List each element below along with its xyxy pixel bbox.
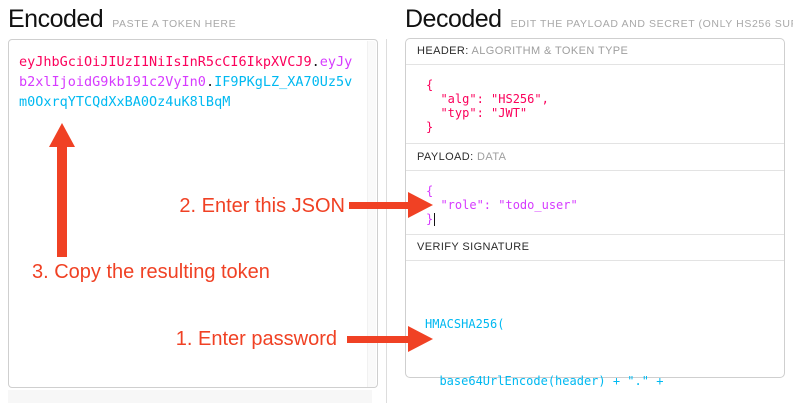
code-line: base64UrlEncode(header) + "." + — [425, 374, 664, 388]
arrow-right-icon — [408, 326, 433, 352]
token-header-segment: eyJhbGciOiJIUzI1NiIsInR5cCI6IkpXVCJ9 — [19, 54, 312, 70]
verify-signature-block: HMACSHA256( base64UrlEncode(header) + ".… — [406, 261, 784, 411]
annotation-step1: 1. Enter password — [175, 328, 337, 350]
code-line: } — [426, 120, 434, 134]
annotation-step3: 3. Copy the resulting token — [32, 261, 270, 283]
header-section-label: HEADER: ALGORITHM & TOKEN TYPE — [406, 39, 784, 65]
token-separator: . — [205, 74, 215, 90]
code-line: "alg": "HS256", — [426, 92, 549, 106]
arrow-up-icon — [49, 123, 75, 147]
code-line: } — [426, 212, 784, 226]
encoded-subtitle: PASTE A TOKEN HERE — [112, 18, 237, 30]
code-line: "typ": "JWT" — [426, 106, 528, 120]
signature-section-label: VERIFY SIGNATURE — [406, 235, 784, 261]
decoded-subtitle: EDIT THE PAYLOAD AND SECRET (ONLY HS256 … — [510, 18, 793, 30]
text-cursor — [434, 213, 436, 226]
code-line: { — [426, 184, 434, 198]
payload-section-label-rest: DATA — [473, 151, 507, 163]
vertical-scrollbar[interactable] — [367, 41, 376, 387]
header-json-editor[interactable]: { "alg": "HS256", "typ": "JWT"} — [406, 65, 784, 144]
code-line: HMACSHA256( — [425, 317, 505, 331]
payload-json-editor[interactable]: { "role": "todo_user"} — [406, 171, 784, 235]
encoded-header: Encoded PASTE A TOKEN HERE — [8, 5, 236, 34]
signature-section-label-strong: VERIFY SIGNATURE — [417, 241, 530, 253]
encoded-token-text: eyJhbGciOiJIUzI1NiIsInR5cCI6IkpXVCJ9.eyJ… — [19, 52, 355, 112]
header-section-label-strong: HEADER: — [417, 45, 469, 57]
header-section-label-rest: ALGORITHM & TOKEN TYPE — [468, 45, 629, 57]
payload-section-label: PAYLOAD: DATA — [406, 144, 784, 171]
decoded-panel: HEADER: ALGORITHM & TOKEN TYPE { "alg": … — [405, 38, 785, 388]
decoded-title: Decoded — [405, 5, 502, 33]
token-payload-segment: eyJyb2xlIjoidG9kb191c2VyIn0 — [19, 54, 353, 90]
arrow-right-icon — [349, 202, 409, 209]
code-line-text: } — [426, 212, 434, 226]
decoded-header: Decoded EDIT THE PAYLOAD AND SECRET (ONL… — [405, 5, 793, 34]
encoded-title: Encoded — [8, 5, 104, 33]
code-line: "role": "todo_user" — [426, 198, 578, 212]
token-separator: . — [311, 54, 320, 70]
arrow-right-icon — [408, 192, 433, 218]
annotation-step2: 2. Enter this JSON — [179, 195, 345, 217]
horizontal-scrollbar-track — [8, 390, 372, 403]
column-divider — [386, 39, 387, 403]
encoded-token-editor[interactable]: eyJhbGciOiJIUzI1NiIsInR5cCI6IkpXVCJ9.eyJ… — [8, 39, 378, 388]
arrow-right-icon — [347, 336, 408, 343]
token-signature-segment: IF9PKgLZ_XA70Uz5vm0OxrqYTCQdXxBA0Oz4uK8l… — [19, 74, 353, 110]
payload-section-label-strong: PAYLOAD: — [417, 151, 474, 163]
code-line: { — [426, 78, 434, 92]
arrow-up-icon — [57, 145, 67, 257]
